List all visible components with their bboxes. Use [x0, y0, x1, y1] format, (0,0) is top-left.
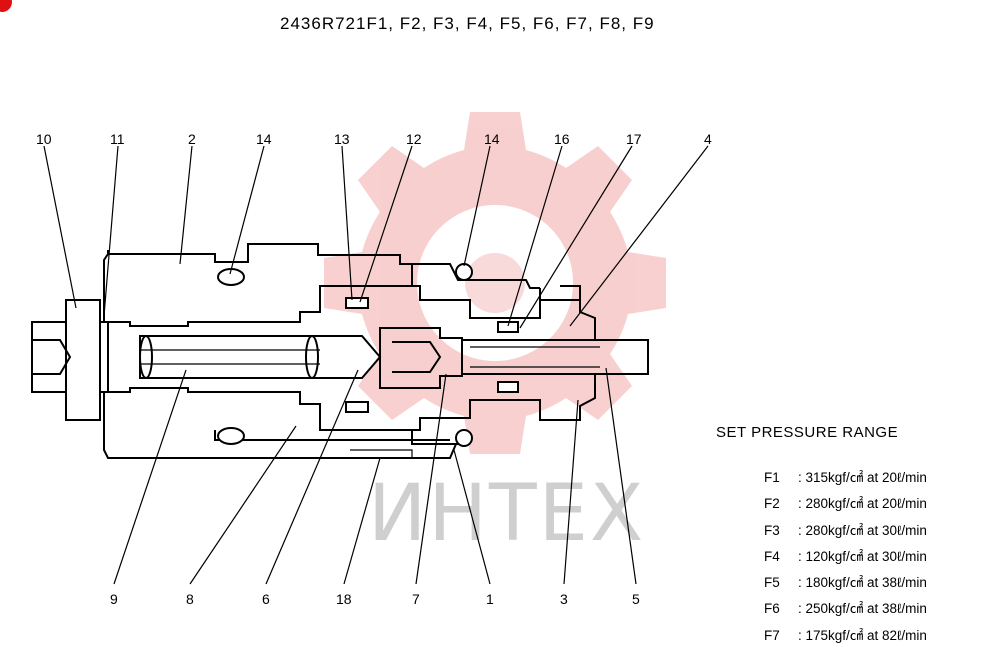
callout-label: 6 — [262, 591, 270, 607]
callout-label: 11 — [110, 131, 125, 147]
callout-label: 1 — [486, 591, 494, 607]
callout-label: 12 — [406, 131, 422, 147]
o-rings — [217, 263, 519, 447]
callout-label: 8 — [186, 591, 194, 607]
pressure-code: F5 — [764, 575, 780, 591]
pressure-code: F1 — [764, 470, 780, 485]
pressure-row: F7 : 175kgf/㎠ at 82ℓ/min — [764, 624, 927, 650]
pressure-row: F4 : 120kgf/㎠ at 30ℓ/min — [764, 545, 927, 571]
pressure-code: F6 — [764, 601, 780, 617]
callout-label: 7 — [412, 591, 420, 607]
drawing-title: 2436R721F1, F2, F3, F4, F5, F6, F7, F8, … — [280, 14, 655, 33]
pressure-row: F6 : 250kgf/㎠ at 38ℓ/min — [764, 597, 927, 623]
leader-lines — [43, 145, 709, 585]
pressure-value: : 250kgf/㎠ at 38ℓ/min — [798, 601, 927, 617]
pressure-value: : 315kgf/㎠ at 20ℓ/min — [798, 470, 927, 485]
watermark-text: ИНТЕХ — [368, 469, 645, 559]
callout-label: 14 — [256, 131, 272, 147]
pressure-row: F3 : 280kgf/㎠ at 30ℓ/min — [764, 519, 927, 545]
pressure-value: : 175kgf/㎠ at 82ℓ/min — [798, 627, 927, 643]
callout-label: 2 — [188, 131, 196, 147]
callout-label: 13 — [334, 131, 350, 147]
pressure-row: F1 : 315kgf/㎠ at 20ℓ/min — [764, 466, 927, 492]
pressure-range-list: F1 : 315kgf/㎠ at 20ℓ/min F2 : 280kgf/㎠ at … — [764, 466, 927, 650]
callout-label: 16 — [554, 131, 570, 147]
top-callouts: 10 11 2 14 13 12 14 16 17 4 — [36, 131, 712, 147]
callout-label: 9 — [110, 591, 118, 607]
pressure-range-heading: SET PRESSURE RANGE — [716, 424, 899, 441]
pressure-code: F7 — [764, 627, 780, 643]
callout-label: 17 — [626, 131, 642, 147]
bottom-callouts: 9 8 6 18 7 1 3 5 — [110, 591, 640, 607]
pressure-code: F2 — [764, 496, 780, 512]
pressure-value: : 280kgf/㎠ at 30ℓ/min — [798, 522, 927, 538]
callout-label: 14 — [484, 131, 500, 147]
callout-label: 10 — [36, 131, 52, 147]
pressure-value: : 180kgf/㎠ at 38ℓ/min — [798, 575, 927, 591]
pressure-code: F4 — [764, 548, 780, 564]
gear-icon — [324, 112, 666, 454]
callout-label: 5 — [632, 591, 640, 607]
valve-body — [31, 243, 649, 459]
callout-label: 4 — [704, 131, 712, 147]
pressure-code: F3 — [764, 522, 780, 538]
pressure-row: F2 : 280kgf/㎠ at 20ℓ/min — [764, 492, 927, 518]
pressure-value: : 280kgf/㎠ at 20ℓ/min — [798, 496, 927, 512]
corner-marker — [0, 0, 12, 12]
pressure-value: : 120kgf/㎠ at 30ℓ/min — [798, 548, 927, 564]
callout-label: 18 — [336, 591, 352, 607]
callout-label: 3 — [560, 591, 568, 607]
pressure-row: F5 : 180kgf/㎠ at 38ℓ/min — [764, 571, 927, 597]
